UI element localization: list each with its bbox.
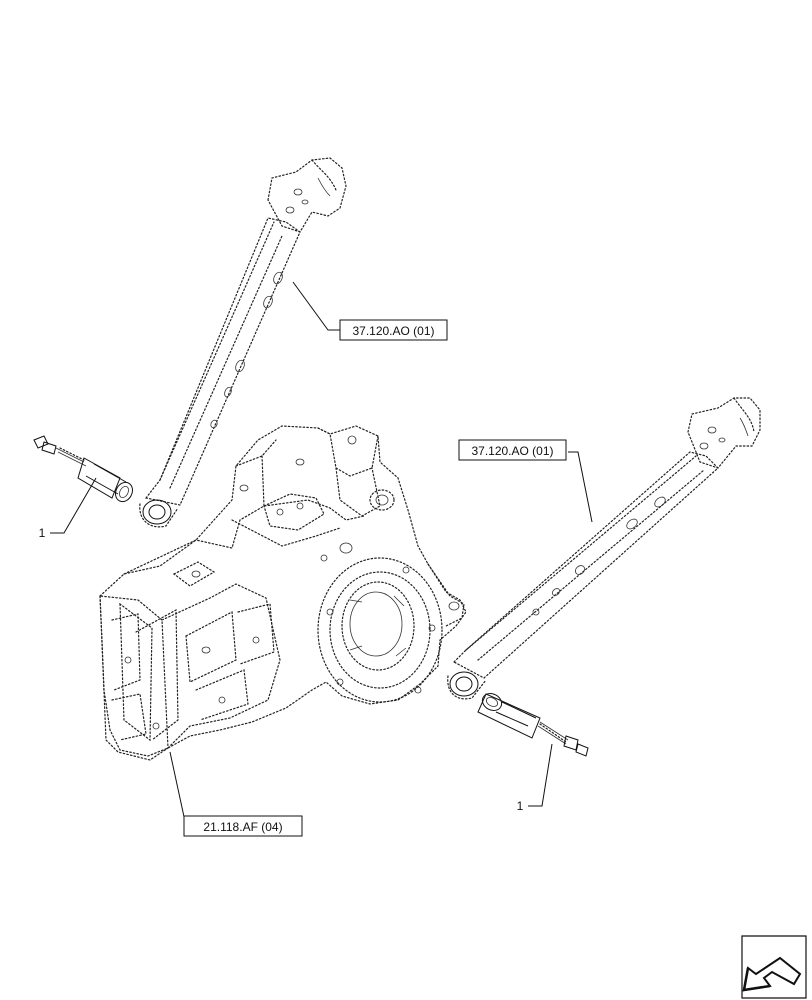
left-position-sensor	[33, 435, 133, 503]
callout-housing-text: 21.118.AF (04)	[203, 820, 282, 834]
leader-left-sensor	[50, 477, 97, 534]
callout-upper-link-text: 37.120.AO (01)	[352, 324, 434, 338]
leader-upper-link	[292, 281, 340, 331]
arrow-icon[interactable]	[741, 935, 807, 999]
leader-lower-link	[568, 451, 593, 523]
upper-lift-arm	[139, 157, 347, 528]
callout-housing[interactable]: 21.118.AF (04)	[183, 815, 303, 837]
callout-upper-link[interactable]: 37.120.AO (01)	[339, 319, 448, 341]
callout-lower-link[interactable]: 37.120.AO (01)	[458, 439, 567, 461]
leader-lines	[50, 281, 593, 827]
item-number-right-sensor[interactable]: 1	[517, 799, 524, 813]
leader-housing	[169, 751, 187, 827]
item-number-left-sensor[interactable]: 1	[39, 526, 46, 540]
lower-lift-arm	[447, 397, 761, 700]
callout-lower-link-text: 37.120.AO (01)	[471, 444, 553, 458]
rear-housing	[99, 425, 467, 761]
leader-right-sensor	[528, 743, 553, 807]
right-position-sensor	[477, 693, 589, 757]
